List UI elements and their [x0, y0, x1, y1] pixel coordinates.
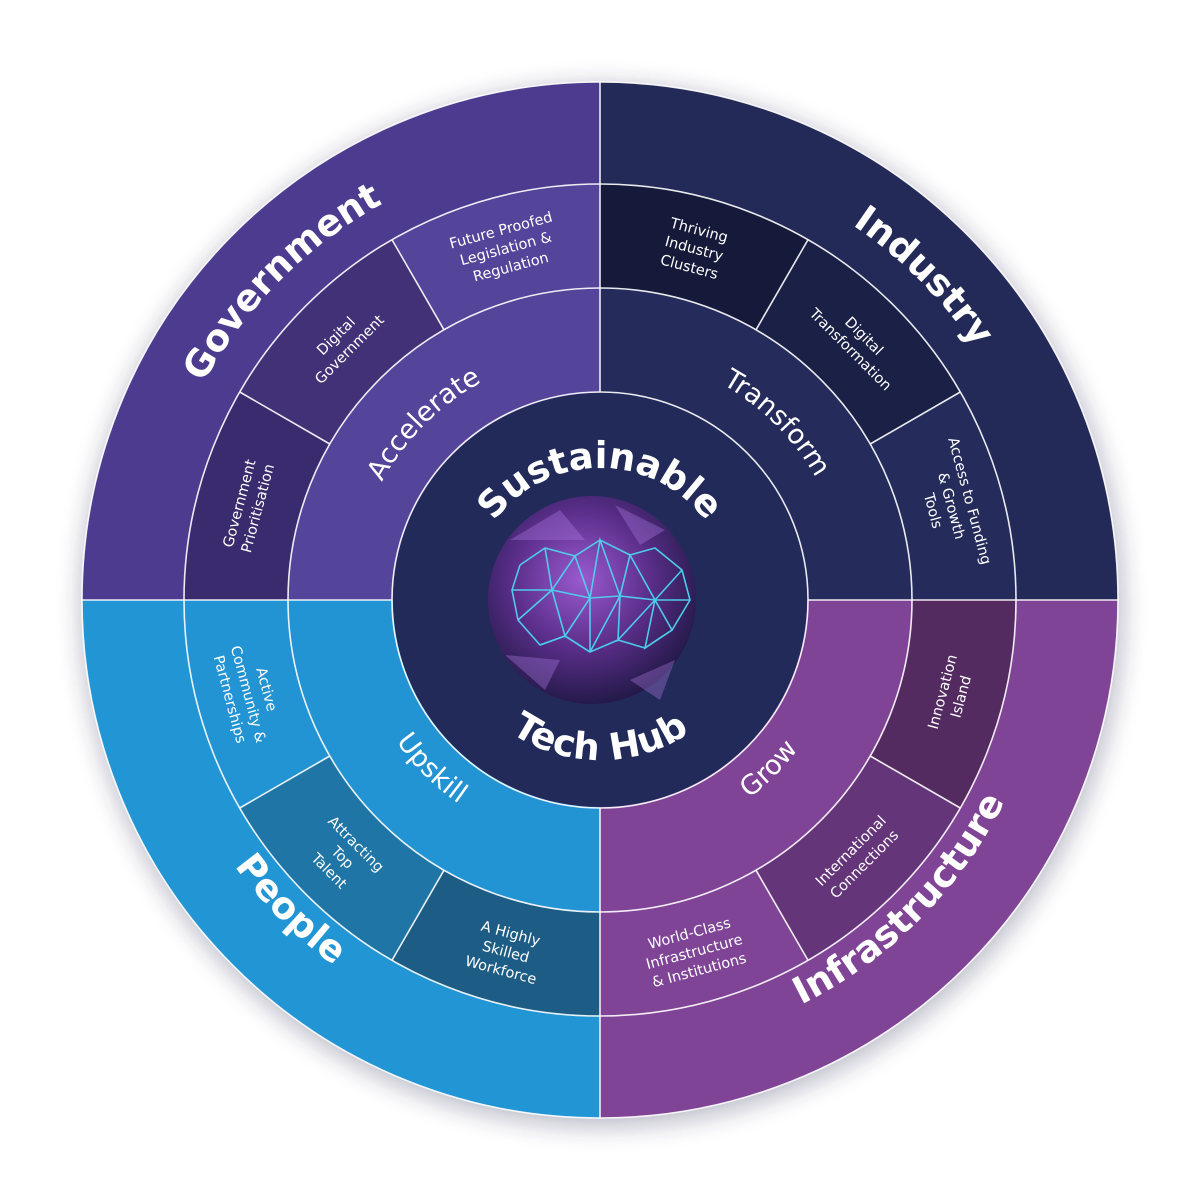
segment-infrastructure-3: [600, 870, 808, 1016]
segment-industry-3: [870, 392, 1016, 600]
segment-infrastructure-2: [756, 756, 961, 961]
segment-people-3: [184, 600, 330, 808]
segment-industry-1: [600, 184, 808, 330]
action-ring-industry: [600, 288, 912, 600]
action-ring-people: [288, 600, 600, 912]
segment-government-3: [392, 184, 600, 330]
sphere-icon: [488, 496, 696, 704]
segment-government-1: [184, 392, 330, 600]
segment-industry-2: [756, 239, 961, 444]
segment-dividers: [239, 239, 961, 961]
action-ring-infrastructure: [600, 600, 912, 912]
segment-people-1: [392, 870, 600, 1016]
capability-segments: [184, 184, 1016, 1016]
segment-government-2: [239, 239, 444, 444]
action-ring: [288, 288, 912, 912]
action-ring-government: [288, 288, 600, 600]
segment-infrastructure-1: [870, 600, 1016, 808]
quadrant-dividers: [82, 82, 1118, 1118]
segment-people-2: [239, 756, 444, 961]
